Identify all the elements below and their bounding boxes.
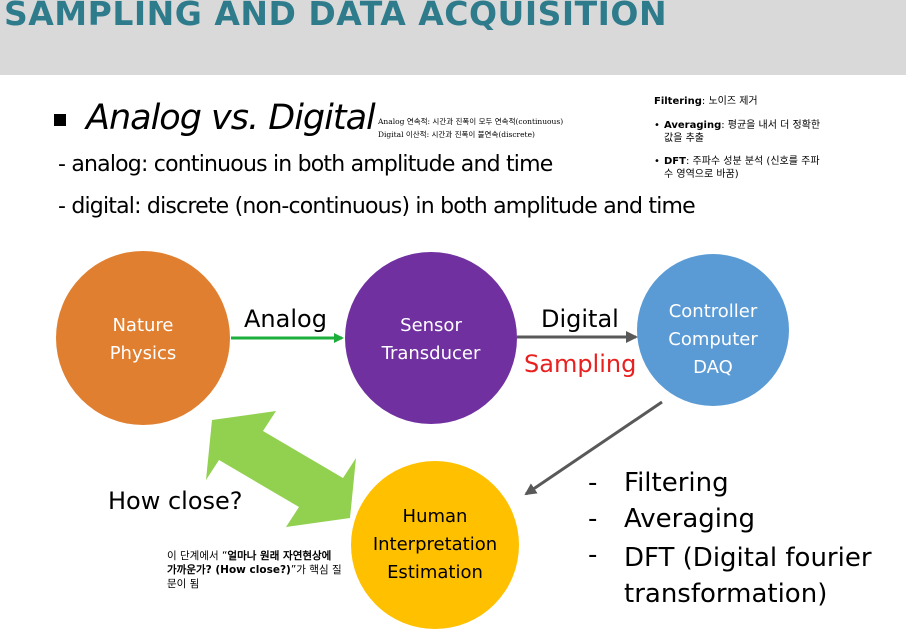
node-nature-line-2: Physics [109, 343, 177, 364]
node-human-line-2: Interpretation [372, 534, 498, 555]
side-note-averaging-rest: : 평균을 내서 더 정확한 값을 추출 [664, 120, 821, 144]
heading-note-analog: Analog 연속적: 시간과 진폭이 모두 연속적(continuous) [378, 117, 564, 126]
node-sensor-line-2: Transducer [381, 343, 481, 364]
side-note-filtering: Filtering: 노이즈 제거 [654, 95, 758, 108]
section-heading: Analog vs. Digital [86, 98, 376, 138]
node-nature-label: Nature Physics [93, 312, 193, 368]
node-nature-circle [56, 251, 230, 425]
side-note-bullet-icon: • [654, 156, 660, 167]
edge-sampling-label: Sampling [524, 350, 637, 378]
list-dash: - [588, 504, 598, 534]
side-note-dft: • DFT: 주파수 성분 분석 (신호를 주파수 영역으로 바꿈) [654, 155, 824, 183]
node-controller-line-1: Controller [668, 301, 758, 322]
side-note-bullet-icon: • [654, 120, 660, 131]
slide-title: SAMPLING AND DATA ACQUISITION [4, 0, 668, 33]
bottom-note-bold: 얼마나 원래 자연현상에 가까운가? (How close?) [167, 550, 332, 576]
list-item-dft: DFT (Digital fourier transformation) [624, 543, 872, 609]
node-nature-line-1: Nature [112, 315, 174, 336]
list-dash: - [588, 540, 598, 570]
list-item-averaging: Averaging [624, 504, 755, 534]
bottom-note-pre: 이 단계에서 “ [167, 550, 228, 562]
list-item-filtering: Filtering [624, 468, 729, 498]
list-dash: - [588, 468, 598, 498]
node-human-circle [351, 461, 519, 629]
node-controller-label: Controller Computer DAQ [658, 298, 768, 382]
how-close-double-arrow [206, 411, 356, 527]
side-note-dft-bold: DFT [664, 156, 686, 167]
node-human-label: Human Interpretation Estimation [365, 503, 505, 587]
analog-definition: - analog: continuous in both amplitude a… [58, 152, 553, 177]
node-controller-circle [637, 254, 789, 406]
header-bar: SAMPLING AND DATA ACQUISITION [0, 0, 906, 75]
bottom-note-post: ”가 핵심 질문이 됨 [167, 564, 342, 590]
edge-return-arrow [524, 400, 663, 496]
side-note-dft-rest: : 주파수 성분 분석 (신호를 주파수 영역으로 바꿈) [664, 156, 820, 180]
node-sensor-circle [345, 252, 517, 424]
node-controller-line-3: DAQ [693, 357, 733, 378]
bottom-note: 이 단계에서 “얼마나 원래 자연현상에 가까운가? (How close?)”… [167, 549, 343, 591]
side-note-averaging: • Averaging: 평균을 내서 더 정확한 값을 추출 [654, 119, 824, 147]
node-controller-line-2: Computer [668, 329, 758, 350]
edge-digital-label: Digital [541, 305, 619, 333]
how-close-label: How close? [108, 487, 243, 515]
side-note-averaging-bold: Averaging [664, 120, 722, 131]
side-note-filtering-bold: Filtering [654, 96, 702, 107]
bullet-square-icon [54, 114, 66, 126]
node-sensor-line-1: Sensor [400, 315, 462, 336]
node-sensor-label: Sensor Transducer [371, 312, 491, 368]
edge-analog-label: Analog [244, 305, 327, 333]
digital-definition: - digital: discrete (non-continuous) in … [58, 194, 696, 219]
side-note-filtering-rest: : 노이즈 제거 [701, 96, 758, 107]
node-human-line-3: Estimation [387, 562, 483, 583]
node-human-line-1: Human [402, 506, 468, 527]
heading-note-digital: Digital 이산적: 시간과 진폭이 불연속(discrete) [378, 130, 535, 139]
